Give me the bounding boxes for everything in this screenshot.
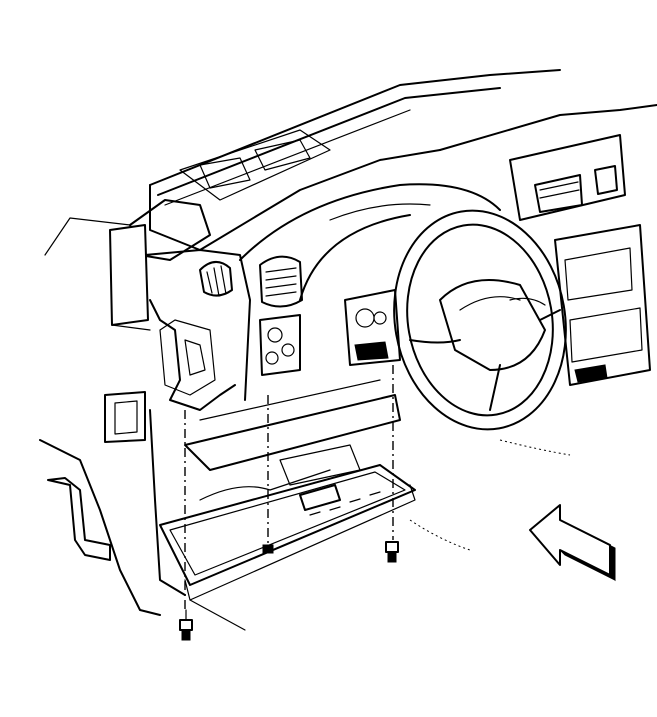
- instrument-cluster-hood: [239, 183, 501, 301]
- dash-top: [129, 129, 441, 261]
- center-air-vent: [259, 255, 303, 308]
- left-air-vent: [199, 261, 233, 297]
- steering-wheel: [393, 209, 567, 431]
- arrow-icon: [529, 504, 616, 582]
- dash-end-panel: [144, 249, 251, 411]
- center-stack: [509, 134, 651, 386]
- access-cover: [104, 391, 146, 443]
- side-bracket: [44, 217, 151, 331]
- callout-leader: [189, 599, 246, 631]
- knee-bolster-panel: [159, 379, 416, 601]
- bolt-icon: [179, 609, 193, 641]
- alignment-lines: [184, 365, 394, 610]
- bolt-icon: [262, 544, 274, 554]
- switch-panel: [259, 289, 401, 376]
- body-side: [39, 409, 186, 616]
- bolt-icon: [385, 541, 399, 563]
- floor-line: [409, 439, 571, 551]
